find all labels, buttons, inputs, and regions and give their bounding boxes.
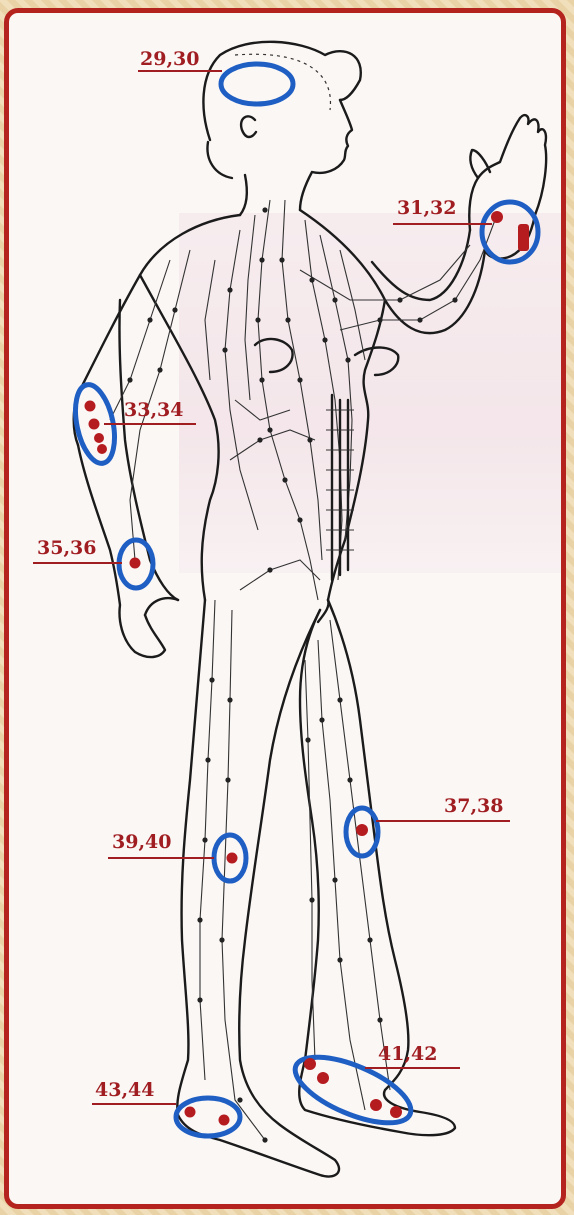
highlight-ring [176, 1098, 240, 1136]
acupoint [219, 1115, 230, 1126]
point-group-43-44 [176, 1098, 240, 1136]
acupoint [304, 1058, 316, 1070]
highlight-ring [221, 64, 293, 104]
acupoint [85, 401, 96, 412]
acupoint [227, 853, 238, 864]
acupoint [97, 444, 107, 454]
acupoint [130, 558, 141, 569]
point-group-39-40 [214, 835, 246, 881]
label-33-34: 33,34 [124, 399, 184, 421]
acupoint [185, 1107, 196, 1118]
acupoint [518, 224, 529, 251]
label-37-38: 37,38 [444, 795, 504, 817]
acupoint [89, 419, 100, 430]
label-29-30: 29,30 [140, 48, 200, 70]
acupoint [390, 1106, 402, 1118]
label-35-36: 35,36 [37, 537, 97, 559]
label-31-32: 31,32 [397, 197, 457, 219]
acupoint [491, 211, 503, 223]
point-labels: 29,30 31,32 33,34 35,36 37,38 39,40 41,4… [33, 48, 510, 1104]
acupoint [94, 433, 104, 443]
acupoint [356, 824, 368, 836]
human-figure [74, 42, 546, 1177]
label-41-42: 41,42 [378, 1043, 438, 1065]
label-39-40: 39,40 [112, 831, 172, 853]
label-43-44: 43,44 [95, 1079, 155, 1101]
point-group-35-36 [119, 540, 153, 588]
acupoint [370, 1099, 382, 1111]
acupoint [317, 1072, 329, 1084]
point-group-29-30 [221, 64, 293, 104]
